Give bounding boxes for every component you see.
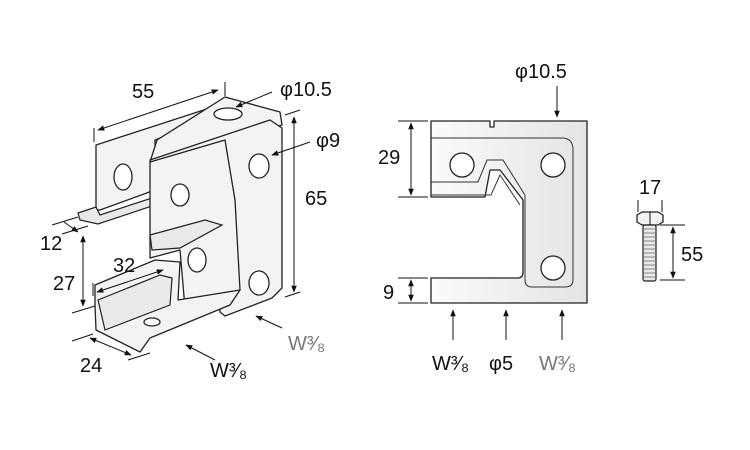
- dim-height-65: 65: [305, 188, 327, 210]
- dim-side-hole: φ9: [316, 130, 340, 152]
- front-bottom-label-right: W³⁄₈: [539, 353, 576, 375]
- hole-side-top: [248, 153, 270, 179]
- front-view-plate: [430, 120, 588, 304]
- bolt-label-side: W³⁄₈: [288, 333, 325, 355]
- front-dim-9: 9: [383, 282, 394, 304]
- hole-web: [170, 183, 190, 207]
- hole-channel: [143, 317, 161, 327]
- hole-lower: [187, 247, 207, 273]
- dim-gap-27: 27: [53, 273, 75, 295]
- front-bottom-label-left: W³⁄₈: [432, 353, 469, 375]
- iso-dimensions: 55 φ10.5 φ9 65 12 27 32 24 W³⁄₈ W³⁄₈: [40, 79, 340, 382]
- inner-tab: [149, 219, 224, 251]
- front-bottom-label-center: φ5: [489, 353, 513, 375]
- dim-top-hole: φ10.5: [280, 79, 332, 101]
- bolt-label-bottom: W³⁄₈: [210, 360, 247, 382]
- top-hole: [213, 107, 243, 121]
- front-hole-left: [449, 152, 475, 178]
- front-dim-top-hole: φ10.5: [515, 61, 567, 83]
- front-hole-bottom-right: [540, 255, 566, 281]
- hole-side-bottom: [248, 270, 270, 296]
- front-dimensions: φ10.5 29 9 W³⁄₈ φ5 W³⁄₈: [378, 61, 576, 375]
- front-dim-29: 29: [378, 147, 400, 169]
- bolt: 17 55: [636, 177, 703, 282]
- dim-depth-32: 32: [113, 255, 135, 277]
- isometric-bracket: [77, 96, 283, 353]
- dim-channel-24: 24: [80, 355, 102, 377]
- bolt-dim-55: 55: [681, 244, 703, 266]
- dim-flange-12: 12: [40, 233, 62, 255]
- dim-width-55: 55: [132, 81, 154, 103]
- front-hole-top-right: [540, 152, 566, 178]
- hole-back: [113, 163, 133, 191]
- bolt-dim-17: 17: [639, 177, 661, 199]
